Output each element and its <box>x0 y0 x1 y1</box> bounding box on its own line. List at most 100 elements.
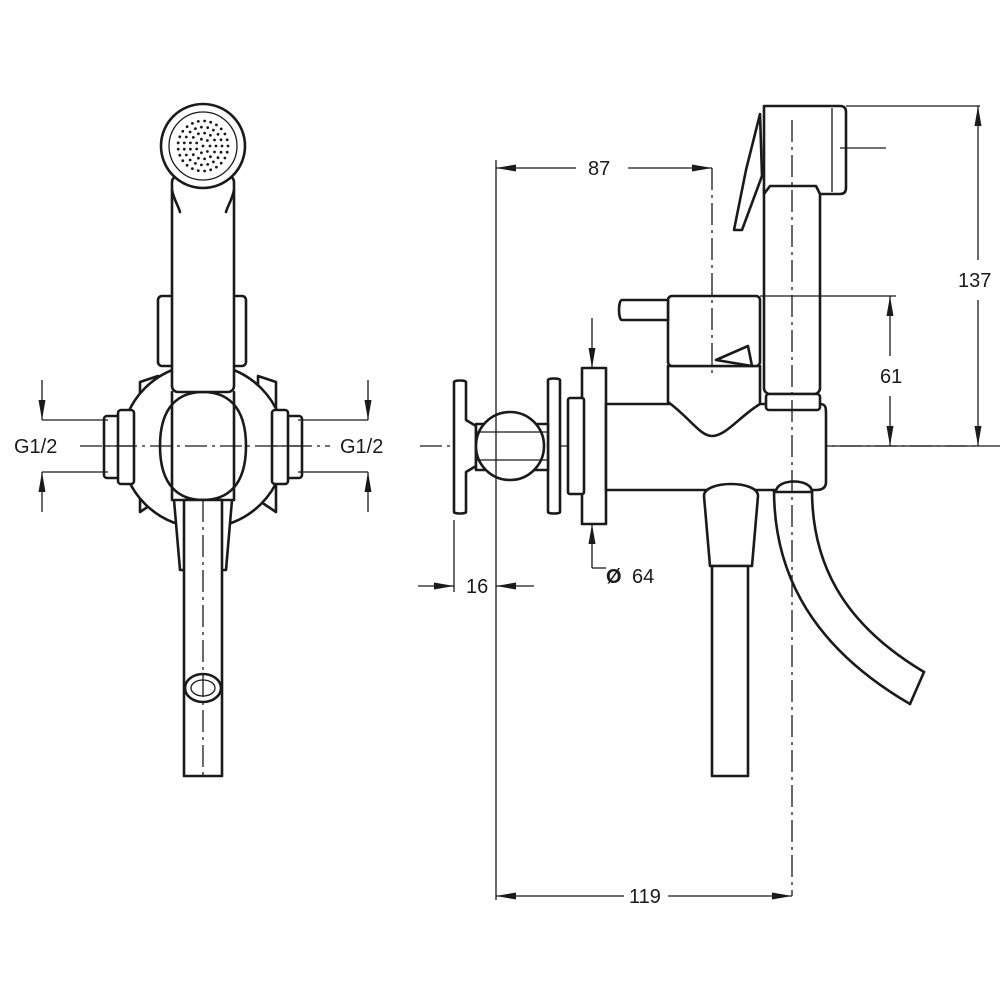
spray-hole <box>206 126 210 129</box>
spray-hole <box>197 156 200 160</box>
spray-hole <box>203 169 207 173</box>
dim-87: 87 <box>496 158 712 180</box>
side-cross-handle <box>452 379 478 515</box>
dim-119: 119 <box>496 886 792 908</box>
spray-hole <box>176 147 180 151</box>
spray-hole <box>195 141 199 145</box>
spray-hole <box>178 135 182 139</box>
spray-hole <box>182 147 186 151</box>
front-spray-face <box>168 111 238 181</box>
spray-hole <box>225 150 229 154</box>
spray-hole <box>200 137 203 141</box>
side-hose-down <box>710 564 750 778</box>
spray-hole <box>189 141 192 145</box>
dim-61-label: 61 <box>880 366 902 388</box>
thread-label-right: G1/2 <box>340 436 383 458</box>
spray-holes <box>176 119 230 173</box>
dim-64-label: 64 <box>632 566 654 588</box>
spray-hole <box>206 139 209 142</box>
spray-hole <box>219 161 223 165</box>
spray-hole <box>216 156 220 160</box>
side-valve-body <box>666 364 762 438</box>
spray-hole <box>219 150 223 154</box>
dim-119-label: 119 <box>629 886 661 908</box>
spray-hole <box>200 151 203 155</box>
spray-hole <box>197 132 200 136</box>
thread-dim-left: G1/2 <box>14 380 108 512</box>
dim-61: 61 <box>880 296 902 446</box>
spray-hole <box>215 165 218 169</box>
spray-hole <box>226 144 230 148</box>
spray-hole <box>216 132 220 136</box>
side-curved-hose <box>772 488 912 706</box>
spray-hole <box>191 153 195 157</box>
spray-hole <box>181 129 185 133</box>
dim-64: Ø 64 <box>588 318 654 588</box>
spray-hole <box>203 157 207 161</box>
spray-hole <box>196 169 200 173</box>
side-lever <box>617 298 670 322</box>
side-body-pipe <box>604 402 828 492</box>
side-view: 87 119 137 61 16 <box>418 104 1000 908</box>
dim-87-label: 87 <box>588 158 610 180</box>
spray-hole <box>213 150 216 154</box>
spray-hole <box>209 155 212 159</box>
thread-label-left: G1/2 <box>14 436 57 458</box>
spray-hole <box>200 163 203 167</box>
spray-hole <box>200 125 203 129</box>
spray-hole <box>188 130 192 134</box>
spray-hole <box>219 127 223 131</box>
spray-hole <box>189 147 192 151</box>
spray-hole <box>223 156 227 160</box>
side-wall-flange <box>580 366 608 526</box>
spray-hole <box>206 163 210 166</box>
dim-16-label: 16 <box>466 576 488 598</box>
front-thread-right <box>270 408 304 486</box>
front-shower-neck <box>170 188 236 214</box>
spray-hole <box>212 160 215 164</box>
spray-hole <box>176 141 180 145</box>
front-thread-left <box>102 408 136 486</box>
side-valve-cartridge <box>666 294 762 368</box>
spray-hole <box>219 138 223 142</box>
dim-64-symbol: Ø <box>606 566 622 588</box>
spray-hole <box>195 147 199 151</box>
spray-hole <box>212 128 215 132</box>
spray-hole <box>191 122 194 125</box>
spray-hole <box>196 120 200 123</box>
spray-hole <box>203 119 207 123</box>
side-hose-outlet <box>702 482 760 568</box>
spray-hole <box>182 141 186 145</box>
spray-hole <box>225 138 229 142</box>
spray-hole <box>201 144 205 148</box>
spray-hole <box>203 131 207 135</box>
spray-hole <box>191 167 194 171</box>
spray-hole <box>209 133 212 137</box>
spray-hole <box>185 163 189 167</box>
spray-hole <box>194 127 197 130</box>
spray-hole <box>184 153 188 157</box>
side-holder-ring <box>474 410 546 482</box>
spray-hole <box>214 144 218 148</box>
spray-hole <box>208 144 212 148</box>
dim-16: 16 <box>418 520 534 598</box>
spray-hole <box>215 123 218 127</box>
spray-hole <box>188 158 192 162</box>
spray-hole <box>206 150 209 153</box>
spray-hole <box>223 132 227 136</box>
dim-137: 137 <box>958 106 991 446</box>
spray-hole <box>209 168 213 172</box>
thread-dim-right: G1/2 <box>298 380 383 512</box>
spray-hole <box>209 120 213 124</box>
spray-hole <box>220 144 224 148</box>
spray-hole <box>213 138 216 142</box>
front-view: G1/2 G1/2 <box>14 102 383 780</box>
dim-137-label: 137 <box>958 270 991 292</box>
spray-hole <box>191 136 195 139</box>
spray-hole <box>178 153 182 157</box>
spray-hole <box>194 162 197 165</box>
spray-hole <box>181 159 185 163</box>
spray-hole <box>185 125 189 129</box>
side-trigger <box>732 112 764 232</box>
